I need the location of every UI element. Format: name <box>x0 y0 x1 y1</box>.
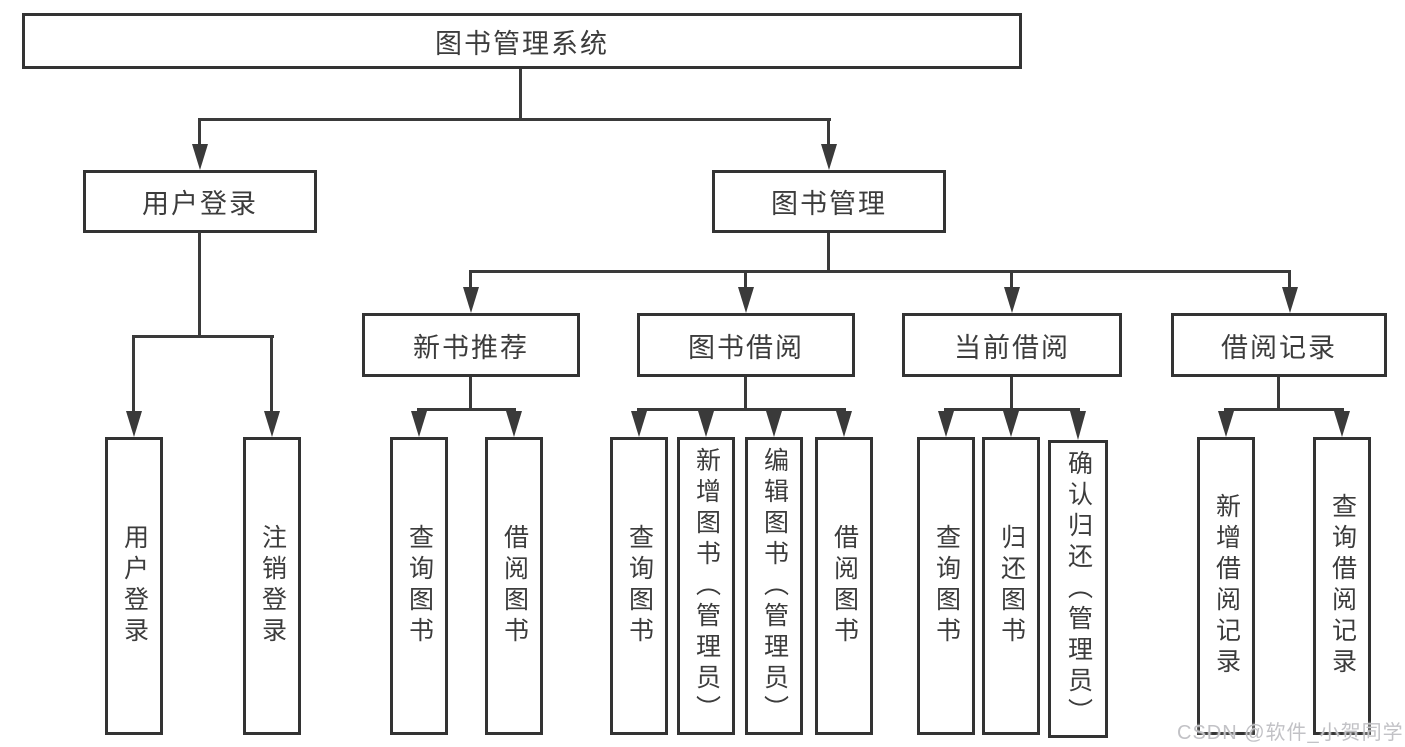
leaf-borrow-add-books-admin: 新增图书（管理员） <box>677 437 735 735</box>
leaf-current-confirm-return-admin: 确认归还（管理员） <box>1048 440 1108 738</box>
leaf-borrow-query-books: 查询图书 <box>610 437 668 735</box>
arrowhead-bb-add <box>698 411 714 437</box>
arrowhead-cb-confirm <box>1070 411 1086 440</box>
arrowhead-bb-edit <box>766 411 782 437</box>
node-cur-borrow-label: 当前借阅 <box>954 332 1070 363</box>
leaf-borrow-borrow-books: 借阅图书 <box>815 437 873 735</box>
node-book-borrow: 图书借阅 <box>637 313 855 377</box>
arrowhead-nbr-query <box>411 411 427 437</box>
connector-drop-book-borrow <box>744 270 747 289</box>
connector-user-login-bar <box>132 335 274 338</box>
leaf-user-login-label: 用户登录 <box>120 524 149 648</box>
connector-book-mgmt-bar <box>469 270 1291 273</box>
leaf-borrow-edit-books-admin: 编辑图书（管理员） <box>745 437 803 735</box>
leaf-user-login: 用户登录 <box>105 437 163 735</box>
leaf-bb-query-label: 查询图书 <box>625 524 654 648</box>
leaf-nbr-query-label: 查询图书 <box>405 524 434 648</box>
connector-new-book-stem <box>469 377 472 408</box>
leaf-records-add-record: 新增借阅记录 <box>1197 437 1255 735</box>
arrowhead-br-query <box>1334 411 1350 437</box>
leaf-cb-confirm-label: 确认归还（管理员） <box>1064 449 1093 729</box>
connector-drop-borrow-rec <box>1288 270 1291 289</box>
connector-book-borrow-stem <box>744 377 747 408</box>
arrowhead-book-mgmt <box>821 144 837 170</box>
leaf-nbr-borrow-label: 借阅图书 <box>500 524 529 648</box>
leaf-cb-return-label: 归还图书 <box>997 524 1026 648</box>
leaf-newbook-borrow-books: 借阅图书 <box>485 437 543 735</box>
connector-drop-book-mgmt <box>827 118 830 146</box>
arrowhead-nbr-borrow <box>506 411 522 437</box>
arrowhead-cur-borrow <box>1004 287 1020 313</box>
connector-new-book-bar <box>417 408 516 411</box>
node-new-book-recommend: 新书推荐 <box>362 313 580 377</box>
connector-borrow-rec-stem <box>1277 377 1280 408</box>
leaf-bb-borrow-label: 借阅图书 <box>830 524 859 648</box>
leaf-br-add-label: 新增借阅记录 <box>1212 493 1241 679</box>
leaf-records-query-record: 查询借阅记录 <box>1313 437 1371 735</box>
node-book-mgmt-label: 图书管理 <box>771 189 887 219</box>
leaf-cb-query-label: 查询图书 <box>932 524 961 648</box>
node-book-borrow-label: 图书借阅 <box>688 332 804 363</box>
node-user-login: 用户登录 <box>83 170 317 233</box>
node-new-book-label: 新书推荐 <box>413 332 529 363</box>
arrowhead-new-book <box>463 287 479 313</box>
connector-drop-user-login <box>198 118 201 146</box>
leaf-newbook-query-books: 查询图书 <box>390 437 448 735</box>
leaf-current-query-books: 查询图书 <box>917 437 975 735</box>
leaf-bb-add-label: 新增图书（管理员） <box>692 446 721 726</box>
csdn-watermark: CSDN @软件_小贺同学 <box>1177 722 1404 744</box>
node-user-login-label: 用户登录 <box>142 189 258 219</box>
leaf-logout-login: 注销登录 <box>243 437 301 735</box>
node-book-mgmt: 图书管理 <box>712 170 946 233</box>
connector-drop-new-book <box>469 270 472 289</box>
leaf-logout-label: 注销登录 <box>258 524 287 648</box>
arrowhead-cb-query <box>938 411 954 437</box>
leaf-br-query-label: 查询借阅记录 <box>1328 493 1357 679</box>
leaf-bb-edit-label: 编辑图书（管理员） <box>760 446 789 726</box>
connector-drop-leaf-user-login <box>132 335 135 413</box>
node-root-label: 图书管理系统 <box>435 28 609 59</box>
arrowhead-bb-query <box>631 411 647 437</box>
node-borrow-records: 借阅记录 <box>1171 313 1387 377</box>
arrowhead-user-login <box>192 144 208 170</box>
connector-drop-cur-borrow <box>1010 270 1013 289</box>
arrowhead-borrow-rec <box>1282 287 1298 313</box>
connector-book-mgmt-stem <box>827 233 830 270</box>
arrowhead-leaf-logout <box>264 411 280 437</box>
connector-drop-leaf-logout <box>270 335 273 413</box>
connector-user-login-stem <box>198 232 201 335</box>
connector-cur-borrow-stem <box>1010 377 1013 408</box>
arrowhead-bb-borrow <box>836 411 852 437</box>
node-root: 图书管理系统 <box>22 13 1022 69</box>
arrowhead-br-add <box>1218 411 1234 437</box>
connector-borrow-rec-bar <box>1224 408 1344 411</box>
arrowhead-cb-return <box>1003 411 1019 437</box>
connector-book-borrow-bar <box>637 408 846 411</box>
connector-root-stem <box>519 69 522 118</box>
arrowhead-leaf-user-login <box>126 411 142 437</box>
connector-root-bar <box>198 118 831 121</box>
connector-cur-borrow-bar <box>944 408 1080 411</box>
arrowhead-book-borrow <box>738 287 754 313</box>
node-borrow-rec-label: 借阅记录 <box>1221 332 1337 363</box>
leaf-current-return-books: 归还图书 <box>982 437 1040 735</box>
node-current-borrow: 当前借阅 <box>902 313 1122 377</box>
